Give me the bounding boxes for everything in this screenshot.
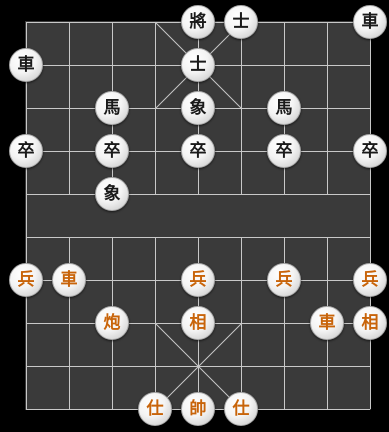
piece-label: 將 (190, 14, 207, 31)
piece-red-chariot-1[interactable]: 車 (52, 263, 86, 297)
piece-label: 兵 (190, 272, 207, 289)
piece-label: 士 (233, 14, 250, 31)
piece-red-advisor-2[interactable]: 仕 (224, 392, 258, 426)
piece-red-elephant-1[interactable]: 相 (181, 306, 215, 340)
piece-black-chariot-2[interactable]: 車 (9, 48, 43, 82)
piece-label: 車 (319, 315, 336, 332)
piece-label: 車 (362, 14, 379, 31)
piece-red-advisor-1[interactable]: 仕 (138, 392, 172, 426)
piece-red-soldier-2[interactable]: 兵 (181, 263, 215, 297)
piece-black-horse-1[interactable]: 馬 (95, 91, 129, 125)
piece-label: 卒 (190, 143, 207, 160)
piece-black-advisor-2[interactable]: 士 (181, 48, 215, 82)
piece-label: 仕 (147, 401, 164, 418)
piece-label: 卒 (104, 143, 121, 160)
piece-label: 兵 (18, 272, 35, 289)
piece-label: 卒 (362, 143, 379, 160)
piece-red-cannon[interactable]: 炮 (95, 306, 129, 340)
piece-label: 兵 (276, 272, 293, 289)
piece-label: 帥 (190, 401, 207, 418)
piece-red-chariot-2[interactable]: 車 (310, 306, 344, 340)
piece-label: 兵 (362, 272, 379, 289)
piece-label: 士 (190, 57, 207, 74)
piece-black-elephant-2[interactable]: 象 (95, 177, 129, 211)
piece-label: 卒 (276, 143, 293, 160)
piece-red-soldier-1[interactable]: 兵 (9, 263, 43, 297)
piece-black-soldier-2[interactable]: 卒 (95, 134, 129, 168)
piece-black-chariot-1[interactable]: 車 (353, 5, 387, 39)
piece-label: 車 (18, 57, 35, 74)
piece-label: 炮 (104, 315, 121, 332)
piece-label: 馬 (104, 100, 121, 117)
piece-black-soldier-3[interactable]: 卒 (181, 134, 215, 168)
piece-black-horse-2[interactable]: 馬 (267, 91, 301, 125)
piece-black-soldier-1[interactable]: 卒 (9, 134, 43, 168)
piece-label: 象 (104, 186, 121, 203)
piece-label: 象 (190, 100, 207, 117)
piece-red-elephant-2[interactable]: 相 (353, 306, 387, 340)
piece-label: 馬 (276, 100, 293, 117)
piece-label: 相 (362, 315, 379, 332)
piece-label: 仕 (233, 401, 250, 418)
piece-label: 卒 (18, 143, 35, 160)
piece-black-soldier-5[interactable]: 卒 (353, 134, 387, 168)
piece-black-elephant-1[interactable]: 象 (181, 91, 215, 125)
piece-red-general[interactable]: 帥 (181, 392, 215, 426)
piece-black-advisor-1[interactable]: 士 (224, 5, 258, 39)
piece-black-soldier-4[interactable]: 卒 (267, 134, 301, 168)
piece-label: 相 (190, 315, 207, 332)
piece-red-soldier-3[interactable]: 兵 (267, 263, 301, 297)
piece-black-general[interactable]: 將 (181, 5, 215, 39)
piece-label: 車 (61, 272, 78, 289)
piece-red-soldier-4[interactable]: 兵 (353, 263, 387, 297)
